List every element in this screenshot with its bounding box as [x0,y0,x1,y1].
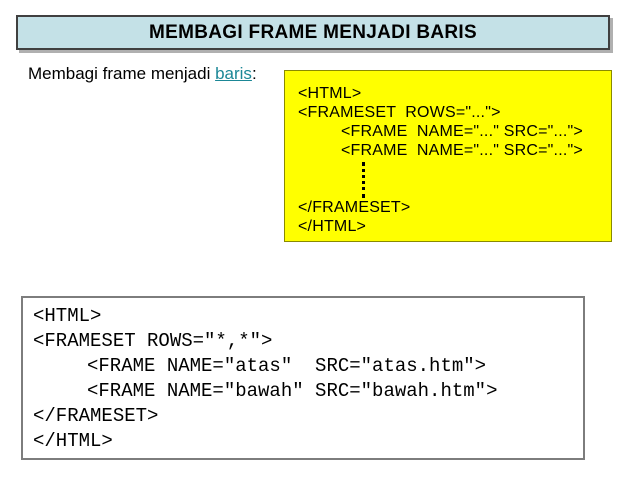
code-line: <FRAME NAME="bawah" SRC="bawah.htm"> [87,380,498,402]
code-line: <FRAME NAME="..." SRC="..."> [341,123,583,140]
code-line: <FRAMESET ROWS="..."> [298,104,501,121]
page-title: MEMBAGI FRAME MENJADI BARIS [149,21,477,43]
baris-link[interactable]: baris [215,64,252,83]
code-line: </FRAMESET> [33,405,159,427]
syntax-code-box: <HTML> <FRAMESET ROWS="..."> <FRAME NAME… [284,70,612,242]
code-line: </HTML> [33,430,113,452]
vertical-ellipsis-icon [362,162,365,198]
slide-title-bar: MEMBAGI FRAME MENJADI BARIS [16,15,610,50]
code-line: <HTML> [298,85,362,102]
code-line: <FRAME NAME="atas" SRC="atas.htm"> [87,355,487,377]
code-line: <HTML> [33,305,102,327]
code-line: <FRAME NAME="..." SRC="..."> [341,142,583,159]
code-line: </FRAMESET> [298,199,411,216]
intro-prefix: Membagi frame menjadi [28,64,216,83]
intro-text: Membagi frame menjadi baris: [28,64,257,84]
intro-suffix: : [251,64,257,83]
example-code-box: <HTML> <FRAMESET ROWS="*,*"> <FRAME NAME… [21,296,585,460]
code-line: </HTML> [298,218,367,235]
code-line: <FRAMESET ROWS="*,*"> [33,330,273,352]
